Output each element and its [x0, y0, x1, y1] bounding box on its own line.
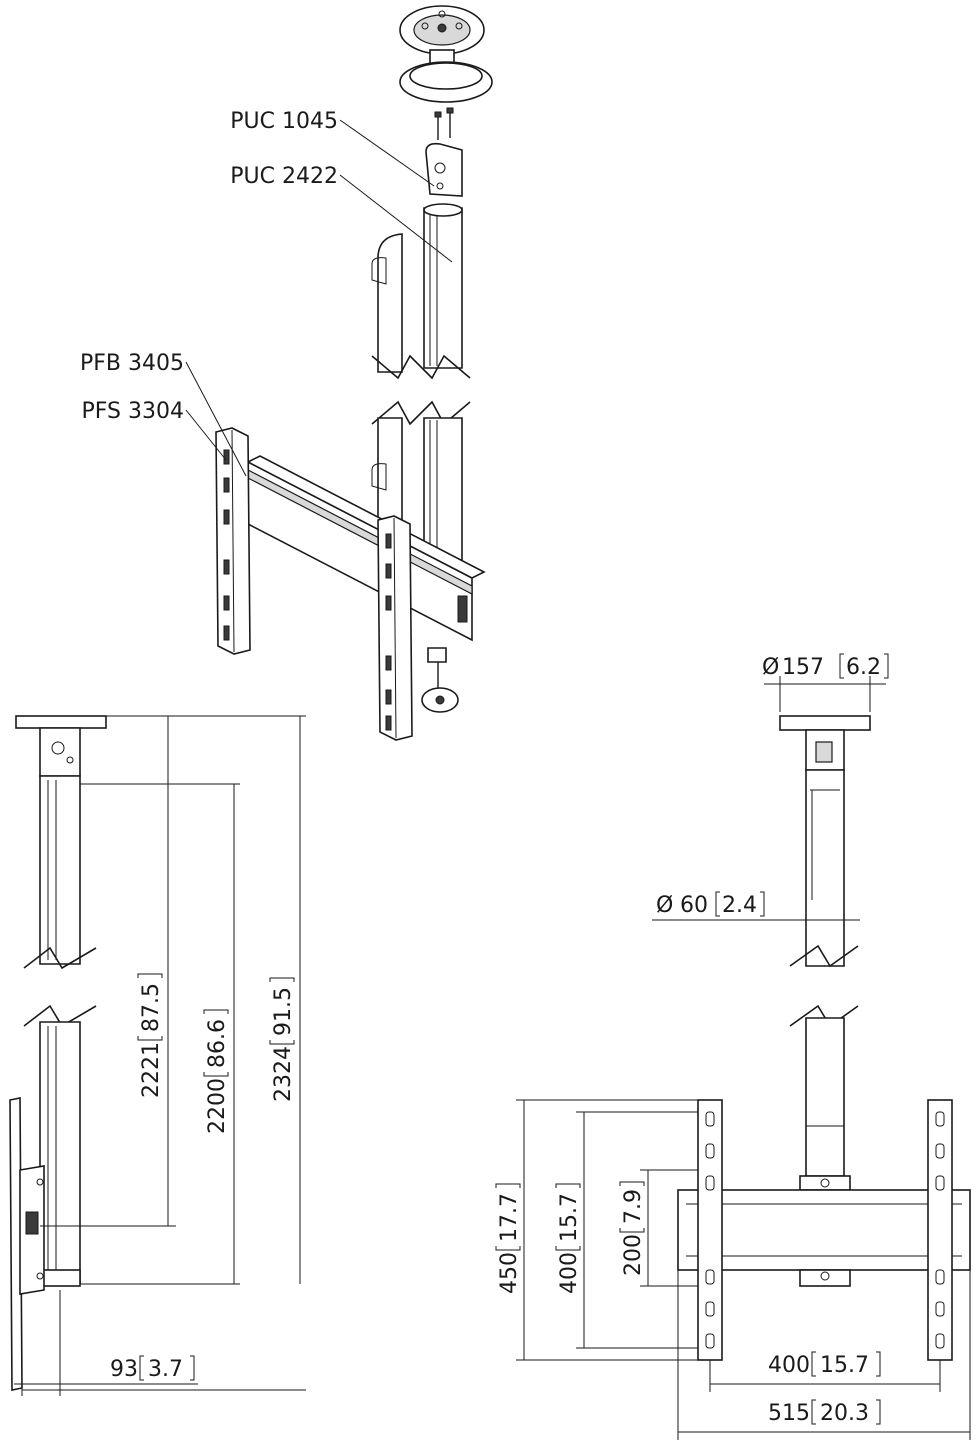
dim-w400-mm: 400 [768, 1353, 810, 1378]
dim-2200-in: 86.6 [205, 1019, 230, 1068]
label-puc-1045: PUC 1045 [230, 109, 338, 134]
front-view: Ø 157 6.2 Ø 60 2.4 450 17.7 400 1 [495, 653, 971, 1440]
dim-200-in: 7.9 [621, 1189, 646, 1224]
label-pfs-3304: PFS 3304 [82, 399, 184, 424]
dim-dia60-mm: 60 [680, 893, 708, 918]
dim-450-in: 17.7 [497, 1193, 522, 1242]
dim-200-mm: 200 [621, 1234, 646, 1276]
dim-2324-mm: 2324 [271, 1046, 296, 1102]
dim-400-mm: 400 [557, 1252, 582, 1294]
dim-450-mm: 450 [497, 1252, 522, 1294]
dim-w515-in: 20.3 [820, 1401, 869, 1426]
dim-93-in: 3.7 [148, 1357, 183, 1382]
side-view: 2221 87.5 2200 86.6 2324 91.5 93 3.7 [9, 715, 306, 1396]
dim-dia157-symbol: Ø [762, 655, 779, 680]
exploded-view: PUC 1045 PUC 2422 PFB 3405 PFS 3304 [80, 5, 493, 741]
dim-dia157-mm: 157 [782, 655, 824, 680]
dim-2221-mm: 2221 [139, 1042, 164, 1098]
dim-2324-in: 91.5 [271, 987, 296, 1036]
dim-dia60-symbol: Ø [656, 893, 673, 918]
dim-w400-in: 15.7 [820, 1353, 869, 1378]
dim-400-in: 15.7 [557, 1193, 582, 1242]
dim-w515-mm: 515 [768, 1401, 810, 1426]
dim-dia157-in: 6.2 [846, 655, 881, 680]
dim-2221-in: 87.5 [139, 983, 164, 1032]
dim-2200-mm: 2200 [205, 1078, 230, 1134]
dim-93-mm: 93 [110, 1357, 138, 1382]
dim-dia60-in: 2.4 [722, 893, 757, 918]
label-puc-2422: PUC 2422 [230, 164, 338, 189]
label-pfb-3405: PFB 3405 [80, 351, 184, 376]
